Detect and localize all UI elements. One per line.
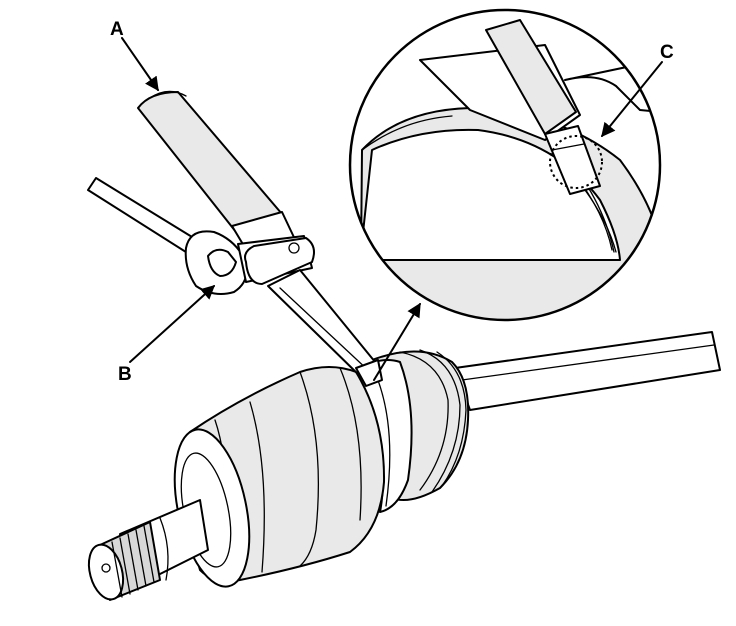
callout-arrow-b — [129, 285, 216, 363]
callout-label-a: A — [110, 19, 124, 40]
callout-label-c: C — [660, 42, 674, 63]
highlight-ring — [549, 135, 603, 189]
callout-arrow-c — [601, 61, 663, 138]
callout-arrow-a — [121, 37, 159, 92]
magnified-detail-view — [348, 8, 662, 322]
band-pliers — [137, 90, 383, 387]
drive-shaft — [454, 331, 721, 411]
splined-stub-shaft — [87, 499, 209, 601]
zoom-pointer-line — [373, 302, 421, 381]
callout-label-b: B — [118, 364, 132, 385]
